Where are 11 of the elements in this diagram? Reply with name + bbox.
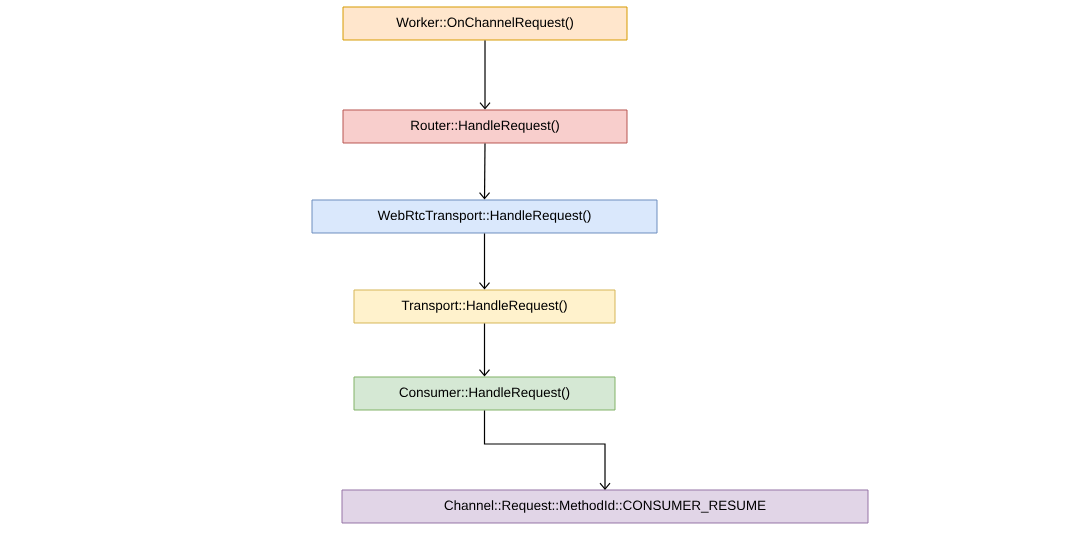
arrow (478, 322, 491, 377)
process-box: Consumer::HandleRequest() (353, 376, 616, 411)
arrow (478, 142, 491, 200)
process-box: Channel::Request::MethodId::CONSUMER_RESUME (341, 489, 869, 524)
process-box: WebRtcTransport::HandleRequest() (311, 199, 658, 234)
arrow (479, 39, 491, 110)
process-box: Transport::HandleRequest() (353, 289, 616, 324)
arrow (483, 409, 611, 490)
arrow (478, 232, 491, 290)
process-box: Router::HandleRequest() (342, 109, 628, 144)
process-box: Worker::OnChannelRequest() (342, 6, 628, 41)
